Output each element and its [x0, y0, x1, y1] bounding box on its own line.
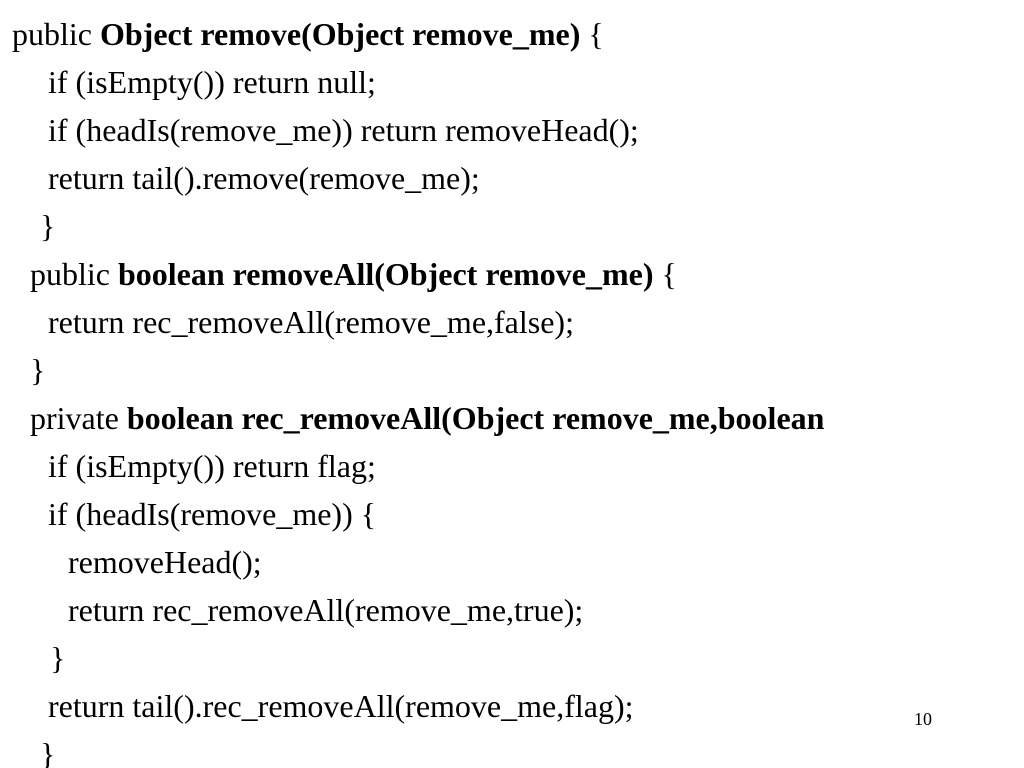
code-text: if (headIs(remove_me)) return removeHead…: [48, 112, 639, 148]
code-signature: Object remove(Object remove_me): [99, 16, 581, 52]
code-line: if (isEmpty()) return flag;: [0, 442, 1024, 490]
code-line: private boolean rec_removeAll(Object rem…: [0, 394, 1024, 442]
code-line: return rec_removeAll(remove_me,true);: [0, 586, 1024, 634]
code-text: }: [40, 208, 56, 244]
code-line: return tail().remove(remove_me);: [0, 154, 1024, 202]
code-line: return rec_removeAll(remove_me,false);: [0, 298, 1024, 346]
code-line: }: [0, 346, 1024, 394]
code-text: {: [653, 256, 677, 292]
code-text: if (headIs(remove_me)) {: [48, 496, 377, 532]
code-text: }: [30, 352, 46, 388]
code-text: public: [30, 256, 118, 292]
code-line: public Object remove(Object remove_me) {: [0, 10, 1024, 58]
code-line: if (isEmpty()) return null;: [0, 58, 1024, 106]
code-text: if (isEmpty()) return flag;: [48, 448, 376, 484]
code-text: return rec_removeAll(remove_me,true);: [68, 592, 584, 628]
code-block: public Object remove(Object remove_me) {…: [0, 10, 1024, 768]
code-text: return tail().rec_removeAll(remove_me,fl…: [48, 688, 634, 724]
code-line: public boolean removeAll(Object remove_m…: [0, 250, 1024, 298]
code-text: private: [30, 400, 127, 436]
code-line: removeHead();: [0, 538, 1024, 586]
page-number: 10: [914, 709, 932, 729]
code-text: {: [580, 16, 604, 52]
code-text: return rec_removeAll(remove_me,false);: [48, 304, 574, 340]
code-text: }: [50, 640, 66, 676]
code-line: }: [0, 634, 1024, 682]
code-text: return tail().remove(remove_me);: [48, 160, 480, 196]
code-line: return tail().rec_removeAll(remove_me,fl…: [0, 682, 1024, 730]
code-line: if (headIs(remove_me)) {: [0, 490, 1024, 538]
code-signature: boolean removeAll(Object remove_me): [117, 256, 654, 292]
code-text: }: [40, 736, 56, 768]
code-signature: boolean rec_removeAll(Object remove_me,b…: [126, 400, 825, 436]
code-line: }: [0, 730, 1024, 768]
code-line: if (headIs(remove_me)) return removeHead…: [0, 106, 1024, 154]
code-text: removeHead();: [68, 544, 262, 580]
code-text: public: [12, 16, 100, 52]
code-text: if (isEmpty()) return null;: [48, 64, 376, 100]
code-line: }: [0, 202, 1024, 250]
